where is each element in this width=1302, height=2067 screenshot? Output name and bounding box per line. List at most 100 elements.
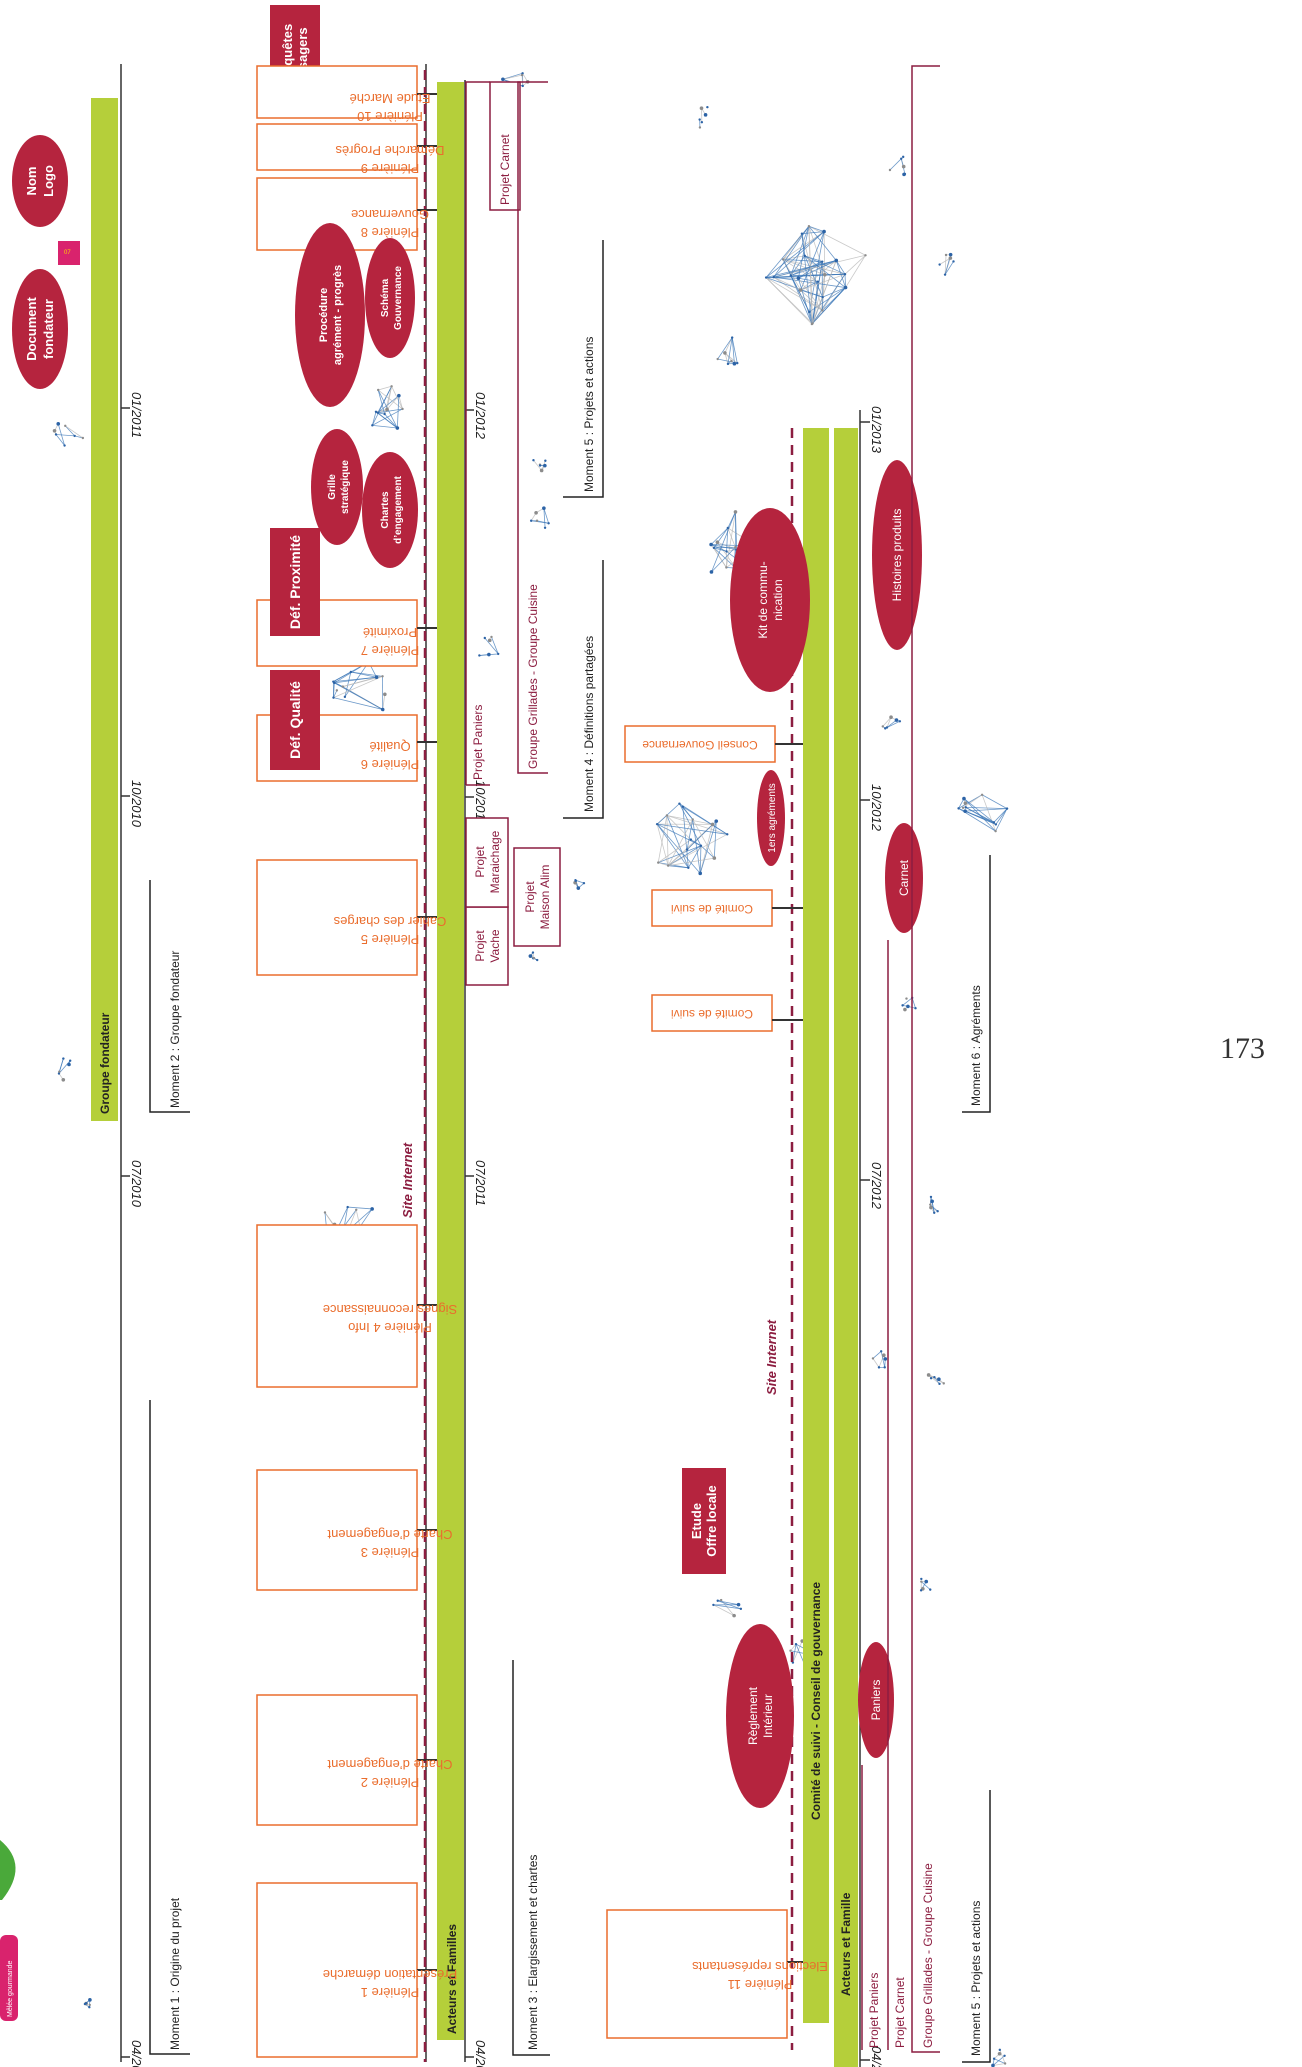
network-graph-icon xyxy=(57,1057,72,1082)
badge-etude-offre-locale: EtudeOffre locale xyxy=(682,1468,726,1574)
bar-acteurs-familles xyxy=(437,82,464,2040)
svg-text:Plénière 1Présentation démarch: Plénière 1Présentation démarche xyxy=(323,1967,457,2000)
svg-text:Déf. Proximité: Déf. Proximité xyxy=(287,535,303,629)
svg-text:1ers agréments: 1ers agréments xyxy=(767,783,778,852)
pleniere-10: Plénière 10Etude Marché xyxy=(256,65,437,124)
svg-text:01/2013: 01/2013 xyxy=(869,406,884,454)
moment-1-label: Moment 1 : Origine du projet xyxy=(168,1897,182,2050)
moment-4-label: Moment 4 : Définitions partagées xyxy=(582,636,596,812)
svg-text:Site Internet: Site Internet xyxy=(764,1319,779,1395)
oval-1ers-agrements: 1ers agréments xyxy=(757,770,785,866)
network-graph-icon xyxy=(919,1577,932,1592)
moment-3-label: Moment 3 : Elargissement et chartes xyxy=(526,1855,540,2050)
svg-text:ProjetVache: ProjetVache xyxy=(473,929,502,962)
network-graph-icon xyxy=(881,715,902,730)
svg-text:07: 07 xyxy=(64,250,71,256)
pleniere-3: Plénière 3Charte d’engagement xyxy=(256,1469,453,1591)
network-graph-icon xyxy=(371,385,404,430)
network-graph-icon xyxy=(991,2048,1007,2067)
project-carnet: Projet Carnet xyxy=(489,81,521,211)
date-04-2010: 04/2010 xyxy=(129,2040,144,2067)
project-maison-alim: ProjetMaison Alim xyxy=(513,847,561,947)
bar-acteurs-famille xyxy=(834,428,858,2067)
site-internet-label: Site Internet xyxy=(400,1142,415,1218)
network-graph-icon xyxy=(716,336,739,366)
svg-text:Plénière 5Cahier des charges: Plénière 5Cahier des charges xyxy=(333,914,446,947)
project-carnet-2: Projet Carnet xyxy=(887,940,907,2050)
network-graph-icon xyxy=(529,506,550,529)
oval-kit-communication: Kit de commu-nication xyxy=(730,508,810,692)
project-vache: ProjetVache xyxy=(465,906,509,986)
svg-text:ProjetMaraichage: ProjetMaraichage xyxy=(473,830,502,893)
oval-paniers: Paniers xyxy=(858,1642,894,1758)
conseil-gouvernance: Conseil Gouvernance xyxy=(624,725,803,763)
moment-5-label-a: Moment 5 : Projets et actions xyxy=(582,337,596,492)
oval-reglement-interieur: RèglementIntérieur xyxy=(726,1624,794,1808)
svg-text:Carnet: Carnet xyxy=(897,859,911,896)
network-graph-icon xyxy=(871,1350,888,1369)
small-logo-icon xyxy=(58,241,80,265)
svg-text:04/2012: 04/2012 xyxy=(869,2046,884,2067)
oval-carnet: Carnet xyxy=(885,823,923,933)
network-graph-icon xyxy=(528,951,539,962)
network-graph-icon xyxy=(573,878,586,891)
network-graph-icon xyxy=(655,802,729,876)
pleniere-1: Plénière 1Présentation démarche xyxy=(256,1882,457,2058)
pleniere-9: Plénière 9Démarche Progrès xyxy=(256,123,445,176)
svg-text:Projet Paniers: Projet Paniers xyxy=(867,1973,881,2048)
network-graph-icon xyxy=(698,105,709,129)
network-graph-icon xyxy=(888,155,907,177)
date-10-2011: 10/2011 xyxy=(473,780,488,826)
network-graphs xyxy=(52,72,1009,2067)
svg-text:07/2012: 07/2012 xyxy=(869,1162,884,1210)
svg-text:Plénière 8Gouvernance: Plénière 8Gouvernance xyxy=(351,207,429,240)
svg-text:Histoires produits: Histoires produits xyxy=(890,509,904,602)
oval-histoires-produits: Histoires produits xyxy=(872,460,922,650)
svg-text:Acteurs et Familles: Acteurs et Familles xyxy=(445,1924,459,2034)
date-04-2011: 04/2011 xyxy=(473,2040,488,2067)
project-groupes-2: Groupe Grillades - Groupe Cuisine xyxy=(911,65,940,2053)
svg-text:ProjetMaison Alim: ProjetMaison Alim xyxy=(523,865,552,930)
network-graph-icon xyxy=(901,996,917,1012)
svg-text:Groupe fondateur: Groupe fondateur xyxy=(98,1012,112,1114)
network-graph-icon xyxy=(929,1195,939,1214)
svg-text:Conseil Gouvernance: Conseil Gouvernance xyxy=(642,738,758,752)
pleniere-5: Plénière 5Cahier des charges xyxy=(256,859,446,976)
timeline-2: Site Internet Acteurs et Familles 04/201… xyxy=(256,64,604,2067)
project-paniers-2: Projet Paniers xyxy=(861,1765,881,2050)
project-maraichage: ProjetMaraichage xyxy=(465,817,509,908)
svg-text:Plénière 2Charte d’engagement: Plénière 2Charte d’engagement xyxy=(327,1757,452,1790)
comite-suivi-1: Comité de suivi xyxy=(651,994,803,1032)
svg-text:Plénière 9Démarche Progrès: Plénière 9Démarche Progrès xyxy=(335,143,445,176)
svg-text:Projet Carnet: Projet Carnet xyxy=(893,1977,907,2048)
svg-text:Plénière 11Elections représent: Plénière 11Elections représentants xyxy=(692,1959,828,1992)
svg-text:Mêlée gourmande: Mêlée gourmande xyxy=(7,1960,14,2017)
svg-text:Plénière 6Qualité: Plénière 6Qualité xyxy=(361,739,420,772)
network-graph-icon xyxy=(764,225,867,326)
svg-text:Plénière 7Proximité: Plénière 7Proximité xyxy=(361,625,420,658)
svg-text:Kit de commu-nication: Kit de commu-nication xyxy=(756,561,785,638)
network-graph-icon xyxy=(52,422,85,447)
comite-suivi-2: Comité de suivi xyxy=(651,889,803,927)
network-graph-icon xyxy=(926,1373,945,1386)
svg-text:EtudeOffre locale: EtudeOffre locale xyxy=(689,1485,719,1557)
date-07-2010: 07/2010 xyxy=(129,1160,144,1208)
svg-text:RèglementIntérieur: RèglementIntérieur xyxy=(746,1686,775,1745)
timeline-3: Site Internet Comité de suivi - Conseil … xyxy=(606,65,991,2067)
page-number: 173 xyxy=(1220,1032,1265,1065)
logo: Mêlée gourmande xyxy=(0,1840,18,2021)
network-graph-icon xyxy=(332,660,387,712)
network-graph-icon xyxy=(83,1998,92,2009)
svg-text:Plénière 4 InfoSignes reconnai: Plénière 4 InfoSignes reconnaissance xyxy=(323,1302,457,1335)
network-graph-icon xyxy=(712,1598,743,1618)
